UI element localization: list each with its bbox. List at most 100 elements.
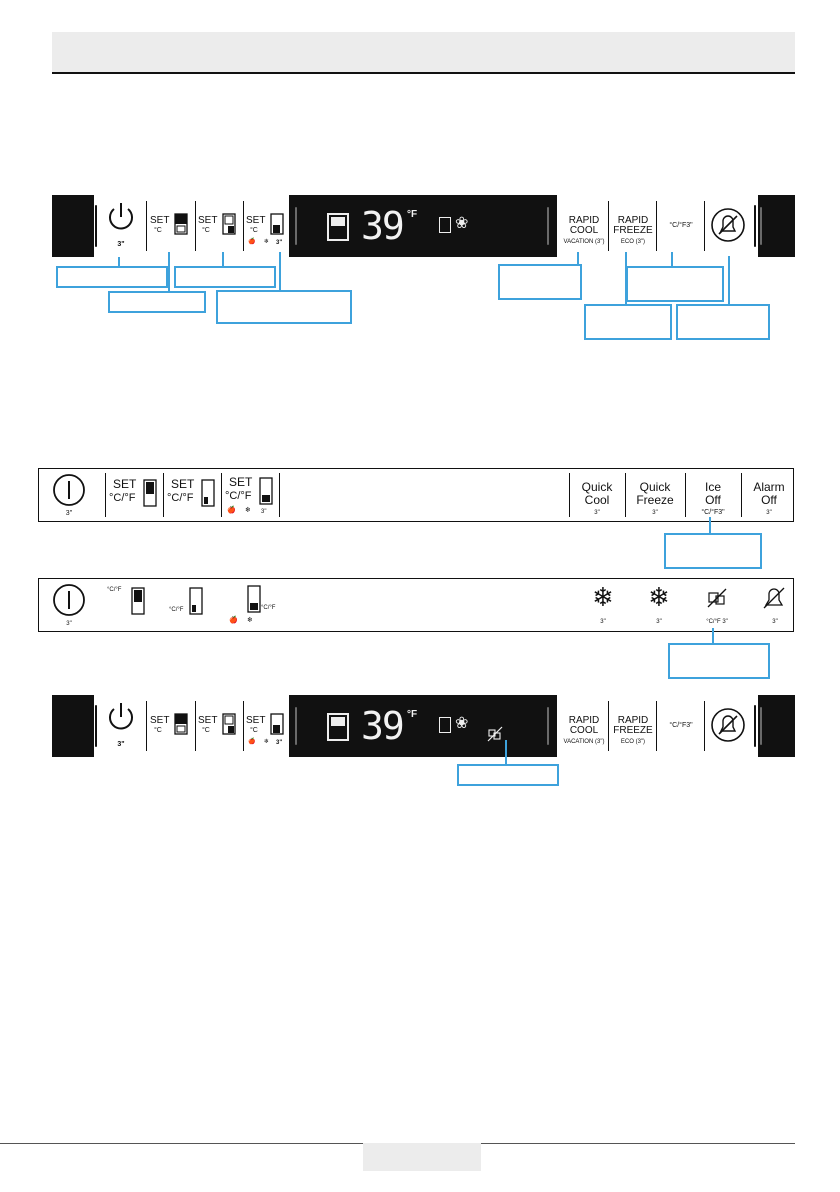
ice-off-sub: °C/°F3"	[701, 509, 725, 516]
set-freezer-button[interactable]: SET °C	[150, 713, 194, 743]
freezer-compartment-icon	[143, 479, 157, 507]
set-fridge-button[interactable]: SET °C	[198, 713, 242, 743]
right-dark-cap	[758, 695, 795, 757]
set-freezer-button[interactable]: SET °C/°F	[109, 477, 161, 517]
power-icon	[109, 703, 133, 730]
display-unit: °F	[407, 709, 418, 720]
set-label: SET	[113, 477, 137, 491]
fan-icon: ❀	[455, 215, 469, 232]
set-fridge-button[interactable]: SET °C	[198, 213, 242, 243]
rapid-cool-button[interactable]: RAPID COOL VACATION (3")	[559, 213, 609, 249]
set-unit: °C/°F	[109, 492, 136, 504]
set-label: SET	[246, 715, 266, 726]
fruit-veg-icon: 🍎	[227, 507, 236, 514]
display-compartment-icon	[327, 213, 349, 241]
rapid-cool-line1: RAPID	[568, 215, 600, 226]
display-temperature: 39	[361, 204, 405, 248]
unit-toggle-button[interactable]: °C/°F3"	[658, 219, 704, 235]
display-temperature: 39	[361, 704, 405, 748]
alarm-off-sub: 3"	[766, 510, 772, 516]
snowflake-icon: ❄	[648, 582, 670, 612]
unit-toggle-button[interactable]: °C/°F3"	[658, 719, 704, 735]
power-button[interactable]: 3"	[100, 699, 142, 753]
alarm-off-button[interactable]: 3"	[755, 583, 795, 629]
rapid-freeze-button[interactable]: RAPID FREEZE ECO (3")	[610, 213, 656, 249]
meat-icon: ❄	[264, 739, 270, 745]
set-freezer-button[interactable]: SET °C	[150, 213, 194, 243]
alarm-off-button[interactable]: Alarm Off 3"	[745, 479, 793, 519]
set-unit: °C	[250, 227, 258, 234]
rapid-freeze-line2: FREEZE	[613, 225, 653, 236]
callout-rapid-cool	[498, 264, 582, 300]
vacation-label: VACATION (3")	[563, 239, 605, 245]
flexi-compartment-icon	[270, 713, 284, 735]
callout-rapid-freeze	[584, 304, 672, 340]
callout-unit-toggle	[626, 266, 724, 302]
rapid-cool-line1: RAPID	[568, 715, 600, 726]
ice-off-button[interactable]: °C/°F 3"	[691, 583, 743, 629]
rapid-cool-button[interactable]: RAPID COOL VACATION (3")	[559, 713, 609, 749]
left-dark-cap	[52, 695, 94, 757]
snow1-duration: 3"	[600, 619, 606, 625]
eco-label: ECO (3")	[620, 739, 646, 745]
temperature-display: 39 °F ❀	[289, 195, 557, 257]
quick-freeze-button[interactable]: Quick Freeze 3"	[627, 479, 683, 519]
ice-off-sub: °C/°F 3"	[706, 619, 728, 625]
display-compartment-icon	[327, 713, 349, 741]
callout-set-flexi	[216, 290, 352, 324]
ice-off-indicator-icon	[487, 726, 503, 742]
power-icon	[109, 203, 133, 230]
set-flexizone-button[interactable]: SET °C/°F 🍎 ❄ 3"	[225, 475, 281, 519]
set-unit: °C/°F	[169, 607, 184, 613]
fridge-compartment-icon	[189, 587, 203, 615]
alarm-off-icon	[763, 587, 785, 609]
rapid-freeze-button[interactable]: RAPID FREEZE ECO (3")	[610, 713, 656, 749]
callout-ice-off	[664, 533, 762, 569]
fridge-compartment-icon	[222, 213, 236, 235]
set-flexizone-button[interactable]: SET °C 🍎 ❄ 3"	[246, 211, 296, 251]
set-label: SET	[198, 215, 218, 226]
snowflake-icon: ❄	[592, 582, 614, 612]
rapid-cool-line2: COOL	[569, 725, 599, 736]
set-unit: °C	[154, 727, 162, 734]
power-duration: 3"	[65, 510, 73, 517]
alarm-off-line1: Alarm	[753, 480, 785, 494]
alarm-off-button[interactable]	[708, 705, 752, 747]
set-unit: °C	[202, 227, 210, 234]
set-flexizone-button[interactable]: °C/°F 🍎 ❄	[225, 585, 281, 629]
set-unit: °C/°F	[167, 492, 194, 504]
control-panel-1: 3" SET °C SET °C SET °C 🍎 ❄ 3"	[52, 195, 795, 257]
power-button[interactable]: 3"	[49, 473, 89, 519]
quick-cool-sub: 3"	[594, 510, 600, 516]
callout-ice-indicator	[457, 764, 559, 786]
quick-cool-button[interactable]: Quick Cool 3"	[571, 479, 623, 519]
set-freezer-button[interactable]: °C/°F	[107, 585, 151, 621]
alarm-off-button[interactable]	[708, 205, 752, 247]
temperature-display: 39 °F ❀	[289, 695, 557, 757]
set-label: SET	[150, 715, 170, 726]
quick-freeze-button[interactable]: ❄ 3"	[637, 583, 681, 629]
fruit-veg-icon: 🍎	[229, 617, 238, 624]
ice-off-button[interactable]: Ice Off °C/°F3"	[687, 479, 739, 519]
set-unit: °C/°F	[261, 605, 276, 611]
freezer-compartment-icon	[174, 713, 188, 735]
callout-set-fridge	[174, 266, 276, 288]
freezer-compartment-icon	[174, 213, 188, 235]
right-dark-cap	[758, 195, 795, 257]
meat-icon: ❄	[247, 617, 253, 624]
meat-icon: ❄	[264, 239, 270, 245]
power-icon	[53, 474, 85, 506]
snow2-duration: 3"	[656, 619, 662, 625]
quick-cool-button[interactable]: ❄ 3"	[581, 583, 625, 629]
set-flexizone-button[interactable]: SET °C 🍎 ❄ 3"	[246, 711, 296, 751]
set-fridge-button[interactable]: °C/°F	[169, 585, 213, 621]
flexi-compartment-icon	[259, 477, 273, 505]
rapid-freeze-line1: RAPID	[617, 215, 649, 226]
page-header-bar	[52, 32, 795, 74]
power-button[interactable]: 3"	[100, 199, 142, 253]
vacation-label: VACATION (3")	[563, 739, 605, 745]
power-button[interactable]: 3"	[49, 583, 89, 629]
callout-alarm	[676, 304, 770, 340]
set-fridge-button[interactable]: SET °C/°F	[167, 477, 219, 517]
fan-icon: ❀	[455, 715, 469, 732]
